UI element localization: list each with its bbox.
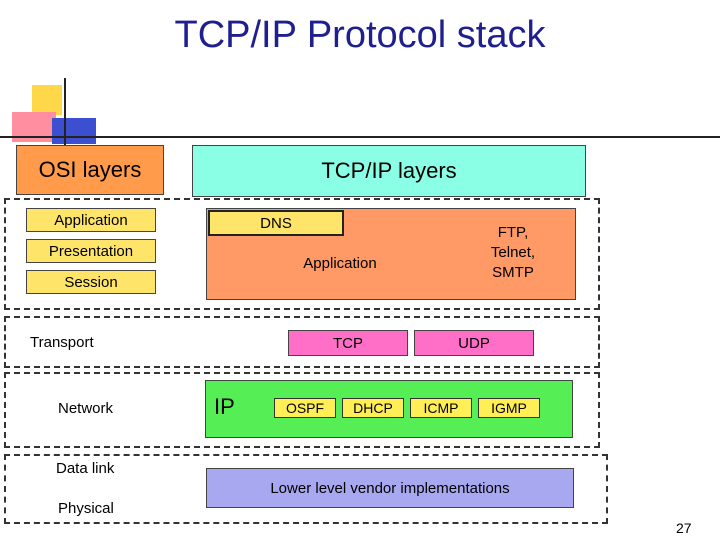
osi-physical: Physical (58, 500, 114, 517)
icmp-box: ICMP (410, 398, 472, 418)
igmp-box: IGMP (478, 398, 540, 418)
osi-data-link: Data link (56, 460, 115, 477)
decor-square-blue (52, 118, 96, 144)
application-layer-row (4, 198, 600, 310)
dhcp-box: DHCP (342, 398, 404, 418)
lower-level-box: Lower level vendor implementations (206, 468, 574, 508)
osi-transport: Transport (30, 334, 94, 351)
tcpip-layers-header: TCP/IP layers (192, 145, 586, 197)
ftp-telnet-smtp-label: FTP, Telnet, SMTP (490, 224, 536, 281)
ip-label: IP (214, 394, 235, 419)
osi-session: Session (26, 270, 156, 294)
tcp-box: TCP (288, 330, 408, 356)
osi-application: Application (26, 208, 156, 232)
decor-horizontal-line (0, 136, 720, 138)
decor-square-yellow (32, 85, 62, 115)
page-number: 27 (676, 520, 692, 536)
link-layer-row (4, 454, 608, 524)
osi-presentation: Presentation (26, 239, 156, 263)
transport-layer-row (4, 316, 600, 368)
application-label: Application (303, 254, 377, 272)
osi-layers-header: OSI layers (16, 145, 164, 195)
page-title: TCP/IP Protocol stack (174, 14, 546, 56)
ospf-box: OSPF (274, 398, 336, 418)
udp-box: UDP (414, 330, 534, 356)
dns-box: DNS (208, 210, 344, 236)
decor-vertical-line (64, 78, 66, 178)
osi-network: Network (58, 400, 114, 417)
network-layer-row (4, 372, 600, 448)
